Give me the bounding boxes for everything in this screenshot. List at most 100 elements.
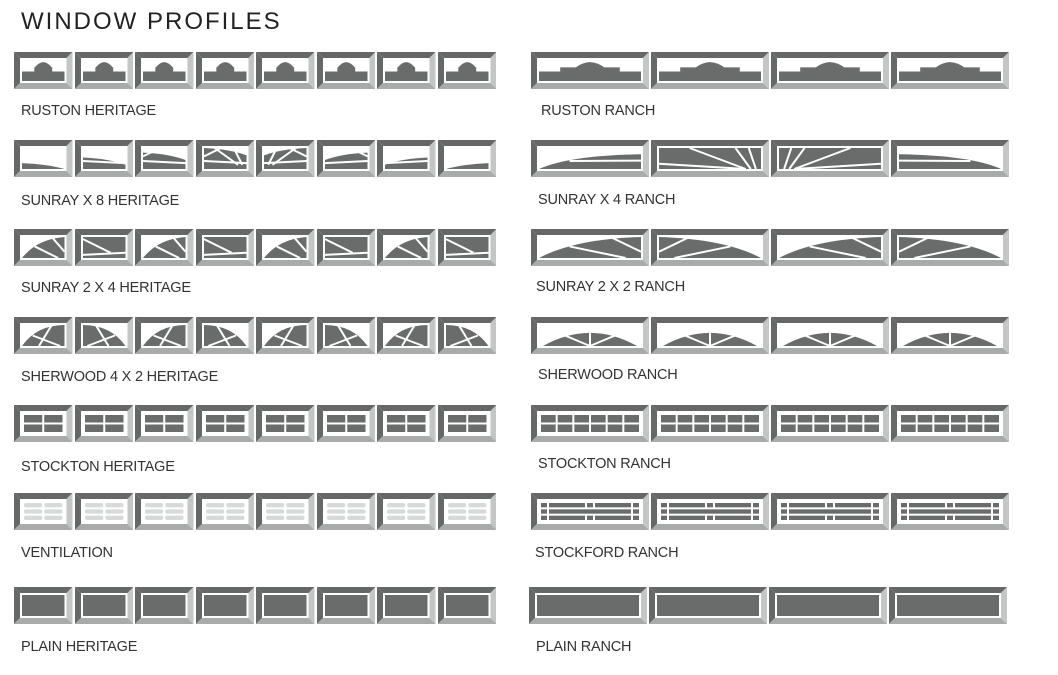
window-panel-ventilation bbox=[256, 493, 315, 530]
window-panel-plain-heritage bbox=[195, 587, 254, 624]
window-sherwood2-icon bbox=[316, 317, 375, 354]
window-ruston-icon bbox=[771, 52, 889, 89]
window-panel-sunray-x8-heritage bbox=[377, 140, 436, 177]
window-panel-sherwood-4x2-heritage bbox=[74, 317, 133, 354]
profile-label: SHERWOOD RANCH bbox=[538, 367, 678, 383]
window-vent-icon bbox=[195, 493, 254, 530]
window-stockton4-icon bbox=[256, 405, 315, 442]
window-ruston-icon bbox=[437, 52, 496, 89]
window-sunray8-icon bbox=[256, 140, 315, 177]
window-panel-sunray-2x2-ranch bbox=[651, 229, 769, 266]
profile-label: STOCKTON RANCH bbox=[538, 456, 671, 472]
window-plain-icon bbox=[889, 587, 1007, 624]
window-plain-icon bbox=[769, 587, 887, 624]
window-panel-ruston-heritage bbox=[195, 52, 254, 89]
profile-label: SUNRAY X 4 RANCH bbox=[538, 192, 676, 208]
window-ruston-icon bbox=[891, 52, 1009, 89]
window-panel-sunray-x4-ranch bbox=[651, 140, 769, 177]
window-panel-sunray-2x4-heritage bbox=[437, 229, 496, 266]
window-panel-sunray-x8-heritage bbox=[14, 140, 73, 177]
window-panel-stockton-heritage bbox=[437, 405, 496, 442]
window-ruston-icon bbox=[74, 52, 133, 89]
window-ruston-icon bbox=[195, 52, 254, 89]
page-title: WINDOW PROFILES bbox=[21, 8, 282, 35]
window-stockton12-icon bbox=[771, 405, 889, 442]
window-stockton4-icon bbox=[316, 405, 375, 442]
window-plain-icon bbox=[195, 587, 254, 624]
window-sunray4-icon bbox=[651, 140, 769, 177]
window-panel-sunray-2x4-heritage bbox=[14, 229, 73, 266]
window-stockton4-icon bbox=[377, 405, 436, 442]
window-sunray2x2-icon bbox=[771, 229, 889, 266]
window-sunray8-icon bbox=[74, 140, 133, 177]
window-panel-sherwood-ranch bbox=[891, 317, 1009, 354]
window-sunray2x4-icon bbox=[316, 229, 375, 266]
window-plain-icon bbox=[649, 587, 767, 624]
window-panel-sherwood-4x2-heritage bbox=[377, 317, 436, 354]
window-panel-sunray-2x2-ranch bbox=[531, 229, 649, 266]
window-sunray8-icon bbox=[437, 140, 496, 177]
window-panel-plain-heritage bbox=[377, 587, 436, 624]
window-stockford-icon bbox=[531, 493, 649, 530]
window-panel-ventilation bbox=[195, 493, 254, 530]
window-panel-sherwood-4x2-heritage bbox=[14, 317, 73, 354]
profile-label: VENTILATION bbox=[21, 545, 113, 561]
window-stockton4-icon bbox=[14, 405, 73, 442]
window-panel-ventilation bbox=[74, 493, 133, 530]
window-plain-icon bbox=[316, 587, 375, 624]
window-ruston-icon bbox=[316, 52, 375, 89]
window-panel-ruston-ranch bbox=[531, 52, 649, 89]
profile-label: PLAIN RANCH bbox=[536, 639, 632, 655]
window-stockton12-icon bbox=[531, 405, 649, 442]
profile-row-ruston-ranch bbox=[531, 52, 1009, 89]
profile-row-sunray-x8-heritage bbox=[14, 140, 496, 177]
window-sunray8-icon bbox=[316, 140, 375, 177]
window-panel-plain-heritage bbox=[256, 587, 315, 624]
window-stockton4-icon bbox=[195, 405, 254, 442]
window-panel-stockton-ranch bbox=[891, 405, 1009, 442]
window-ruston-icon bbox=[651, 52, 769, 89]
window-vent-icon bbox=[135, 493, 194, 530]
window-panel-sunray-x8-heritage bbox=[256, 140, 315, 177]
window-panel-ruston-heritage bbox=[74, 52, 133, 89]
window-plain-icon bbox=[135, 587, 194, 624]
profile-label: PLAIN HERITAGE bbox=[21, 639, 138, 655]
window-stockton4-icon bbox=[74, 405, 133, 442]
window-panel-stockton-heritage bbox=[316, 405, 375, 442]
window-stockford-icon bbox=[771, 493, 889, 530]
window-panel-sunray-2x2-ranch bbox=[771, 229, 889, 266]
window-panel-sunray-2x4-heritage bbox=[377, 229, 436, 266]
window-panel-sunray-2x2-ranch bbox=[891, 229, 1009, 266]
profile-row-stockford-ranch bbox=[531, 493, 1009, 530]
window-panel-plain-heritage bbox=[316, 587, 375, 624]
window-sunray2x4-icon bbox=[195, 229, 254, 266]
window-panel-plain-heritage bbox=[14, 587, 73, 624]
window-panel-sunray-x4-ranch bbox=[531, 140, 649, 177]
profile-row-plain-heritage bbox=[14, 587, 496, 624]
window-panel-sunray-x8-heritage bbox=[316, 140, 375, 177]
profile-label: STOCKFORD RANCH bbox=[535, 545, 679, 561]
profile-row-stockton-heritage bbox=[14, 405, 496, 442]
window-panel-sherwood-4x2-heritage bbox=[195, 317, 254, 354]
window-panel-sherwood-4x2-heritage bbox=[256, 317, 315, 354]
window-panel-stockford-ranch bbox=[651, 493, 769, 530]
window-sherwood-icon bbox=[531, 317, 649, 354]
window-sunray2x2-icon bbox=[891, 229, 1009, 266]
window-panel-ventilation bbox=[437, 493, 496, 530]
window-panel-stockton-heritage bbox=[195, 405, 254, 442]
window-stockton12-icon bbox=[891, 405, 1009, 442]
window-ruston-icon bbox=[377, 52, 436, 89]
window-panel-ruston-heritage bbox=[256, 52, 315, 89]
window-sunray8-icon bbox=[14, 140, 73, 177]
window-panel-sherwood-4x2-heritage bbox=[316, 317, 375, 354]
profile-row-plain-ranch bbox=[529, 587, 1007, 624]
window-panel-plain-ranch bbox=[889, 587, 1007, 624]
window-panel-sunray-x8-heritage bbox=[195, 140, 254, 177]
window-panel-stockton-heritage bbox=[74, 405, 133, 442]
window-panel-ruston-heritage bbox=[316, 52, 375, 89]
window-sherwood2-icon bbox=[195, 317, 254, 354]
window-panel-ventilation bbox=[14, 493, 73, 530]
window-plain-icon bbox=[74, 587, 133, 624]
window-sunray2x4-icon bbox=[14, 229, 73, 266]
window-panel-ruston-heritage bbox=[14, 52, 73, 89]
